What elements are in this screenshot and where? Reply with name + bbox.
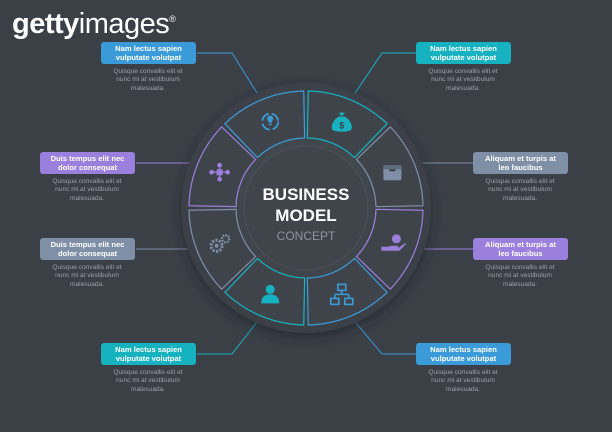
segment-description: Quisque convallis elit et nunc mi at ves… <box>52 178 122 202</box>
center-subtitle: CONCEPT <box>277 229 336 243</box>
segment-title-box: Nam lectus sapien vulputate volutpat <box>416 343 511 365</box>
segment-title-box: Aliquam et turpis at leo faucibus <box>473 152 568 174</box>
segment-title: Duis tempus elit nec dolor consequat <box>50 154 125 172</box>
person-icon <box>261 284 280 304</box>
box-icon <box>383 165 402 181</box>
watermark-bold: getty <box>12 8 79 40</box>
connector-line <box>197 316 262 355</box>
getty-images-watermark: gettyimages® <box>12 8 176 41</box>
hand-money-icon <box>381 234 406 251</box>
segment-title: Nam lectus sapien vulputate volutpat <box>115 44 182 62</box>
segment-title: Aliquam et turpis at leo faucibus <box>485 154 556 172</box>
money-bag-icon: $ <box>331 112 352 132</box>
segment-title: Nam lectus sapien vulputate volutpat <box>430 345 497 363</box>
segment-title-box: Nam lectus sapien vulputate volutpat <box>101 42 196 64</box>
watermark-regular: images <box>78 8 170 40</box>
segment-description: Quisque convallis elit et nunc mi at ves… <box>428 68 498 92</box>
wheel-segment <box>306 257 388 326</box>
segment-description: Quisque convallis elit et nunc mi at ves… <box>428 369 498 393</box>
center-title-line1: BUSINESS <box>263 185 350 204</box>
segment-description: Quisque convallis elit et nunc mi at ves… <box>113 369 183 393</box>
refresh-bulb-icon <box>261 112 280 131</box>
segment-title-box: Nam lectus sapien vulputate volutpat <box>101 343 196 365</box>
watermark-mark: ® <box>169 14 176 24</box>
connector-line <box>350 316 416 355</box>
gears-icon <box>209 234 231 253</box>
segment-title-box: Nam lectus sapien vulputate volutpat <box>416 42 511 64</box>
connector-line <box>197 52 262 100</box>
wheel-segment <box>188 208 257 290</box>
wheel-segment <box>224 257 306 326</box>
segment-title: Aliquam et turpis at leo faucibus <box>485 240 556 258</box>
segment-description: Quisque convallis elit et nunc mi at ves… <box>52 264 122 288</box>
segment-description: Quisque convallis elit et nunc mi at ves… <box>485 264 555 288</box>
network-icon <box>329 283 354 306</box>
segment-icons: $ <box>209 112 406 306</box>
center-hub <box>243 145 369 271</box>
segment-title-box: Aliquam et turpis at leo faucibus <box>473 238 568 260</box>
segment-description: Quisque convallis elit et nunc mi at ves… <box>113 68 183 92</box>
segment-title-box: Duis tempus elit nec dolor consequat <box>40 152 135 174</box>
segment-title-box: Duis tempus elit nec dolor consequat <box>40 238 135 260</box>
segment-title: Nam lectus sapien vulputate volutpat <box>430 44 497 62</box>
segment-title: Nam lectus sapien vulputate volutpat <box>115 345 182 363</box>
wheel-segment <box>224 90 306 159</box>
segment-description: Quisque convallis elit et nunc mi at ves… <box>485 178 555 202</box>
svg-text:$: $ <box>339 121 344 131</box>
center-title-line2: MODEL <box>275 206 336 225</box>
flow-icon <box>209 162 231 182</box>
connector-line <box>350 52 416 100</box>
wheel-segment <box>188 126 257 208</box>
segment-title: Duis tempus elit nec dolor consequat <box>50 240 125 258</box>
